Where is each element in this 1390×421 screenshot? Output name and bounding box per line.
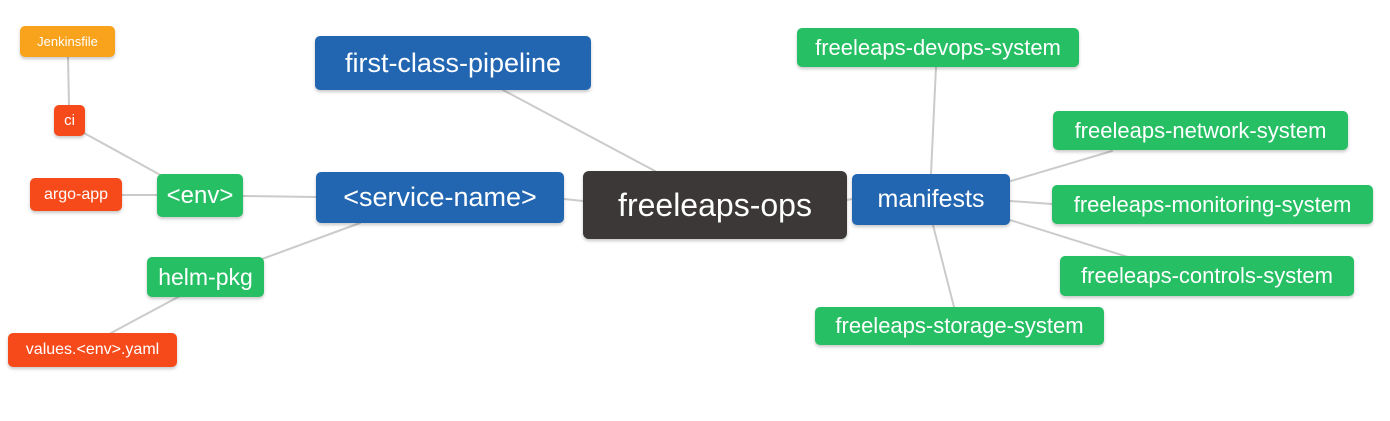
edge-jenkinsfile--ci xyxy=(67,56,70,106)
node-env[interactable]: <env> xyxy=(157,174,243,217)
edge-manifests--freeleaps-controls-system xyxy=(1009,219,1129,258)
edge-first-class-pipeline--freeleaps-ops xyxy=(502,89,656,172)
edge-manifests--freeleaps-devops-system xyxy=(930,66,937,175)
node-freeleaps-network-system[interactable]: freeleaps-network-system xyxy=(1053,111,1348,150)
node-ci[interactable]: ci xyxy=(54,105,85,136)
edge-manifests--freeleaps-monitoring-system xyxy=(1009,200,1053,205)
node-jenkinsfile[interactable]: Jenkinsfile xyxy=(20,26,115,57)
node-freeleaps-devops-system[interactable]: freeleaps-devops-system xyxy=(797,28,1079,67)
edge-env--service-name xyxy=(242,195,317,198)
node-values-env-yaml[interactable]: values.<env>.yaml xyxy=(8,333,177,367)
node-argo-app[interactable]: argo-app xyxy=(30,178,122,211)
edge-ci--env xyxy=(83,132,165,178)
edge-service-name--freeleaps-ops xyxy=(563,198,584,202)
node-helm-pkg[interactable]: helm-pkg xyxy=(147,257,264,297)
node-freeleaps-controls-system[interactable]: freeleaps-controls-system xyxy=(1060,256,1354,296)
edge-manifests--freeleaps-network-system xyxy=(1010,150,1113,182)
edge-service-name--helm-pkg xyxy=(261,222,361,260)
node-service-name[interactable]: <service-name> xyxy=(316,172,564,223)
node-manifests[interactable]: manifests xyxy=(852,174,1010,225)
node-freeleaps-monitoring-system[interactable]: freeleaps-monitoring-system xyxy=(1052,185,1373,224)
node-freeleaps-ops[interactable]: freeleaps-ops xyxy=(583,171,847,239)
edge-values-env-yaml--helm-pkg xyxy=(110,295,181,334)
edge-manifests--freeleaps-storage-system xyxy=(932,224,955,308)
node-first-class-pipeline[interactable]: first-class-pipeline xyxy=(315,36,591,90)
node-freeleaps-storage-system[interactable]: freeleaps-storage-system xyxy=(815,307,1104,345)
